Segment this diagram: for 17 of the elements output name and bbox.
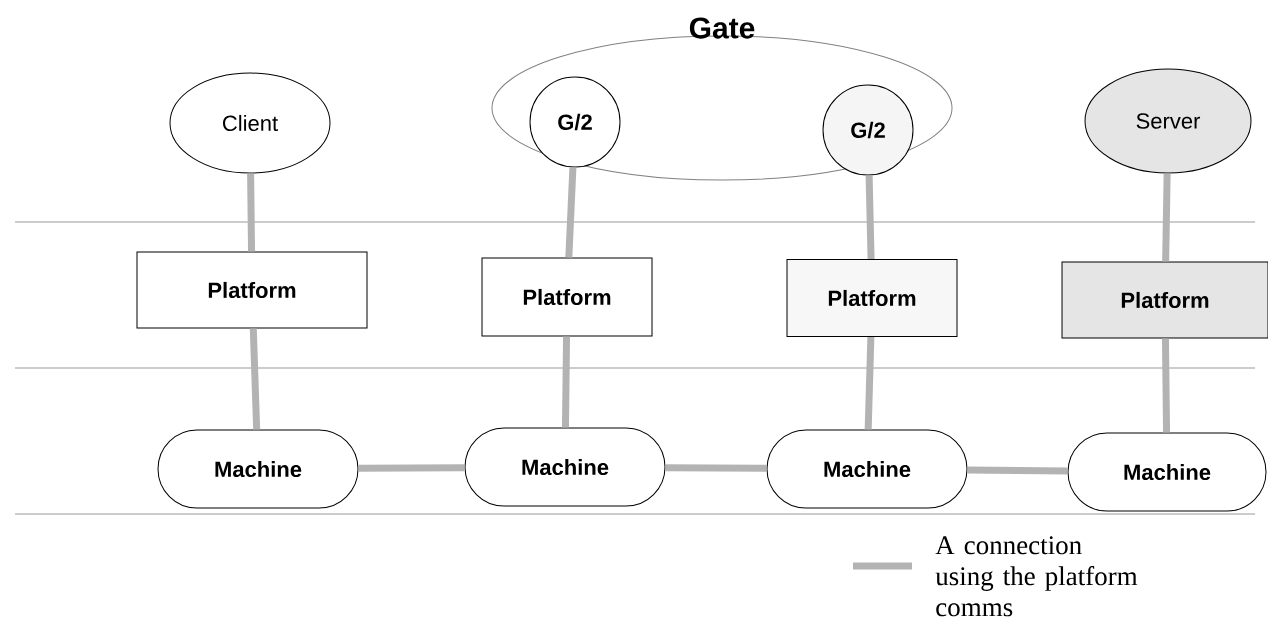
machine-pill: Machine — [766, 429, 968, 509]
platform-box: Platform — [1061, 261, 1268, 339]
circle-node: G/2 — [822, 84, 914, 176]
platform-box: Platform — [136, 251, 368, 329]
legend-text: A connection using the platform comms — [935, 536, 1138, 617]
circle-node: G/2 — [529, 76, 621, 168]
node-label: Gate — [689, 17, 755, 39]
platform-box: Platform — [481, 257, 653, 337]
connection-line — [865, 175, 875, 260]
ellipse-node: Client — [169, 72, 331, 174]
platform-box: Platform — [786, 259, 958, 337]
ellipse-node: Server — [1084, 68, 1252, 174]
machine-pill: Machine — [1067, 432, 1267, 512]
connection-line — [1162, 173, 1171, 262]
connection-line — [565, 167, 577, 258]
machine-pill: Machine — [157, 429, 359, 509]
machine-pill: Machine — [464, 427, 666, 507]
